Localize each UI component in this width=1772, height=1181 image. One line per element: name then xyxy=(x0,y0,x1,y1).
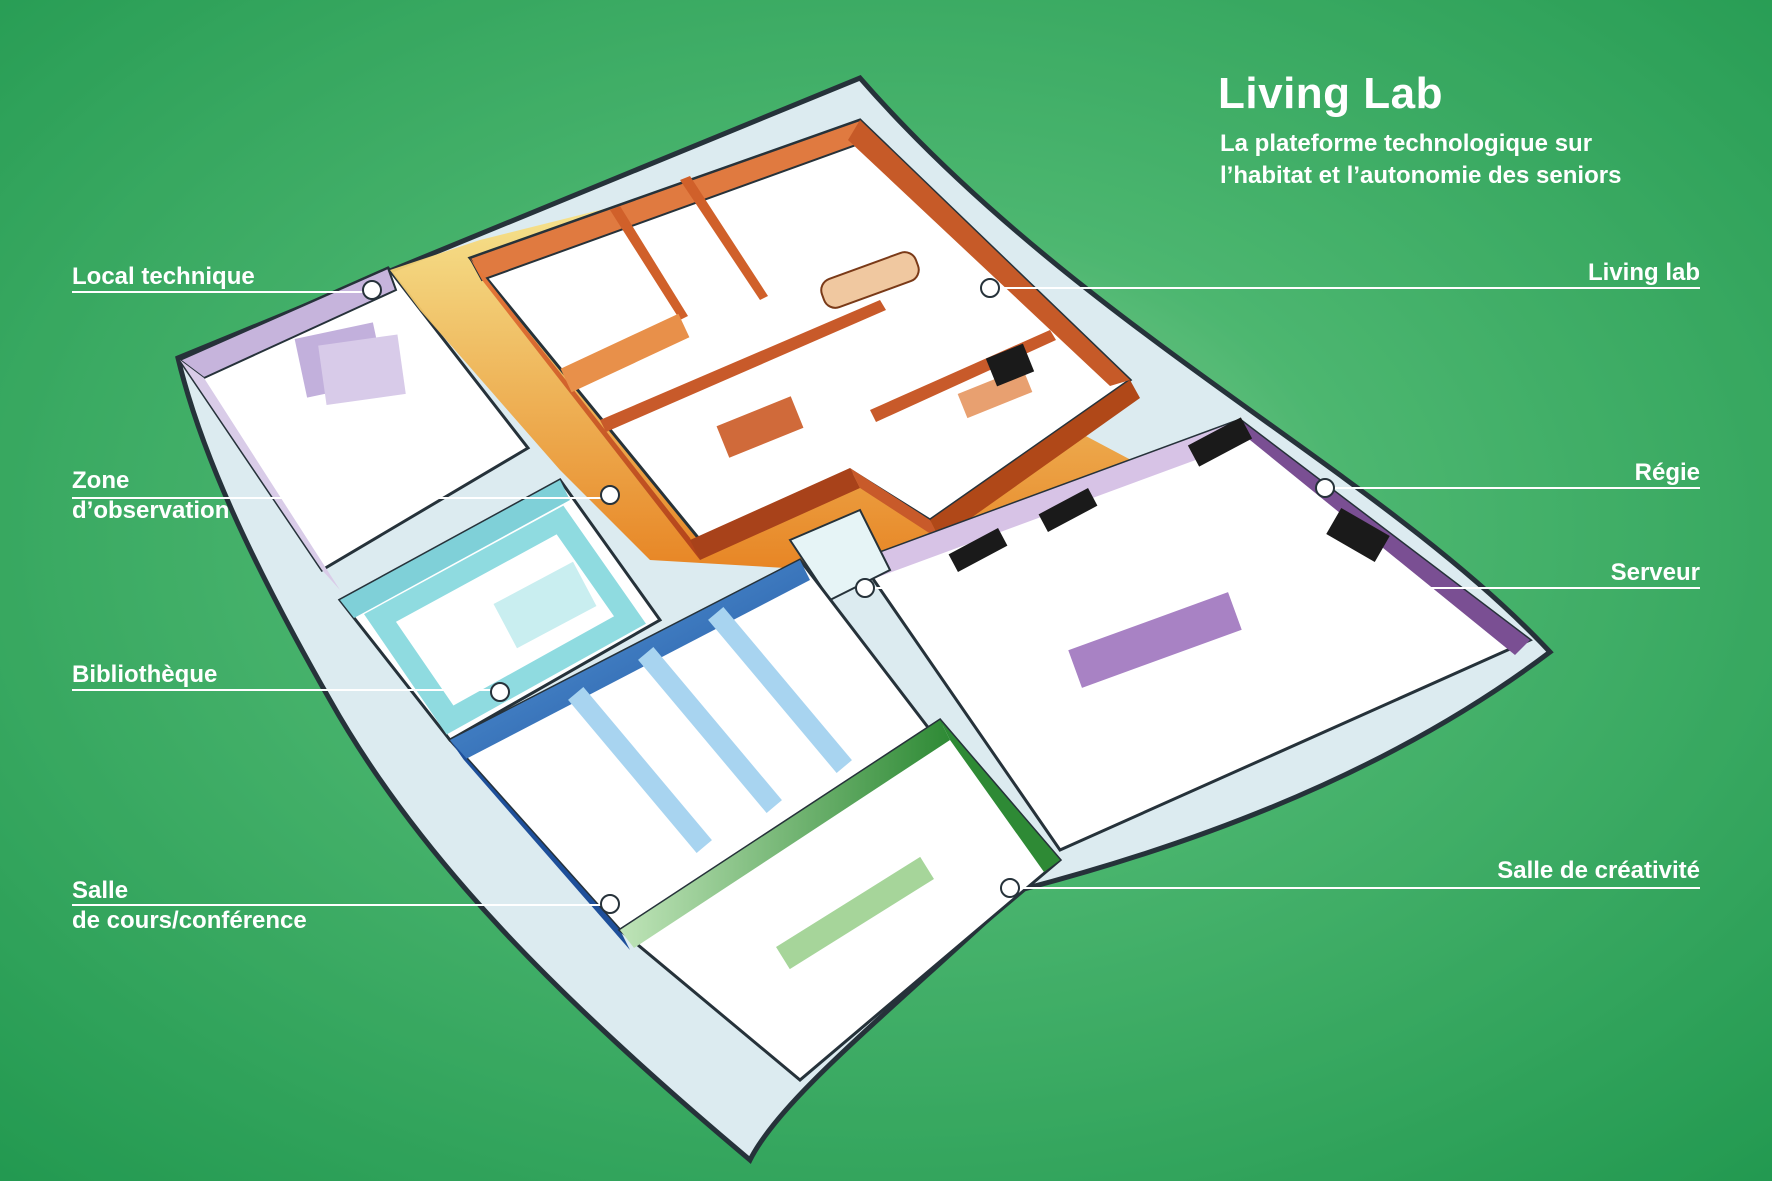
label-salle-cours: Salle de cours/conférence xyxy=(72,876,307,936)
subtitle-line-2: l’habitat et l’autonomie des seniors xyxy=(1220,162,1622,189)
label-zone-observation: Zone d’observation xyxy=(72,466,229,526)
subtitle-line-1: La plateforme technologique sur xyxy=(1220,130,1593,157)
label-bibliotheque: Bibliothèque xyxy=(72,661,218,688)
label-zone-observation-line-1: Zone xyxy=(72,467,130,494)
label-salle-cours-line-1: Salle xyxy=(72,877,129,904)
marker-dots xyxy=(362,278,1335,914)
label-local-technique: Local technique xyxy=(72,263,255,290)
label-salle-cours-line-2: de cours/conférence xyxy=(72,907,307,934)
label-serveur: Serveur xyxy=(1610,559,1700,586)
label-salle-creativite: Salle de créativité xyxy=(1497,857,1700,884)
label-regie: Régie xyxy=(1634,459,1700,486)
label-living-lab: Living lab xyxy=(1587,259,1700,286)
diagram-subtitle: La plateforme technologique sur l’habita… xyxy=(1220,128,1740,192)
diagram-title: Living Lab xyxy=(1218,69,1443,118)
label-zone-observation-line-2: d’observation xyxy=(72,497,230,524)
